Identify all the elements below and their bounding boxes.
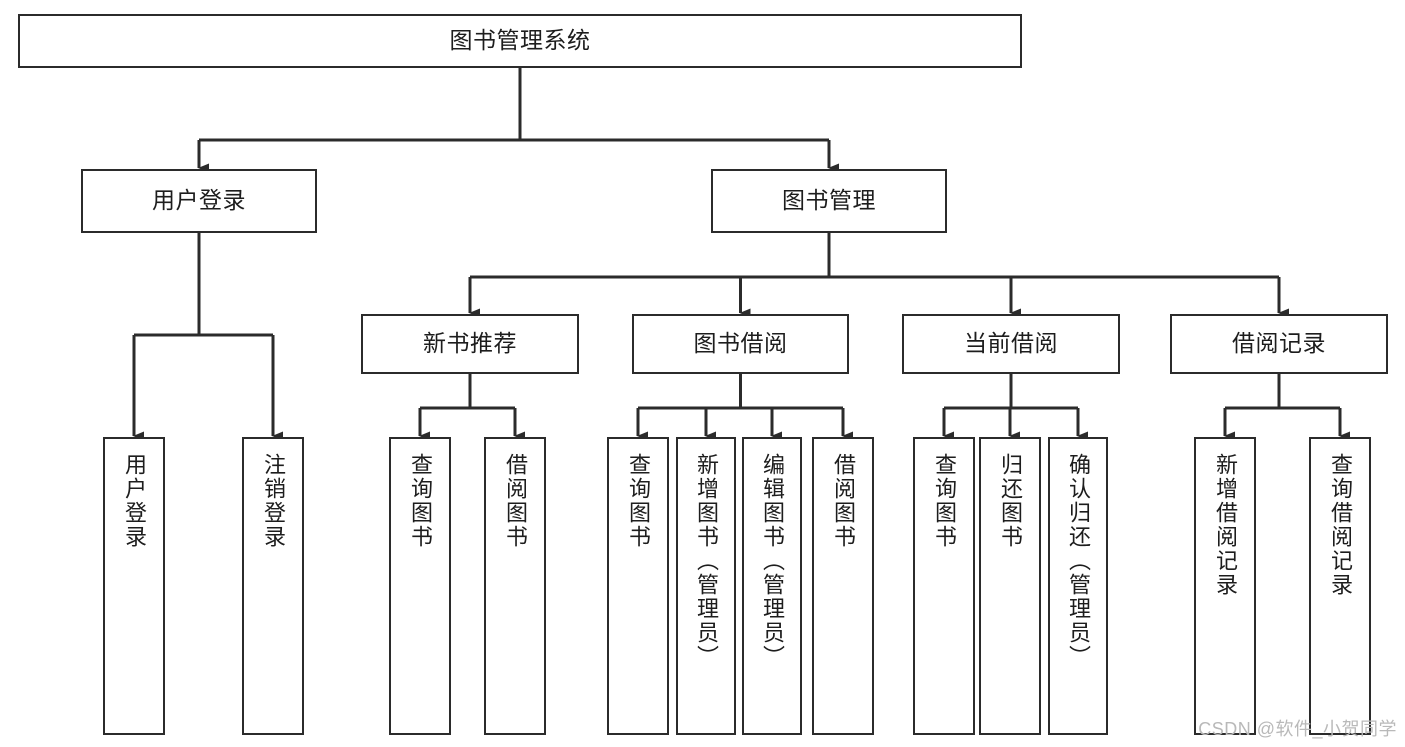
- node-label: 确认归还（管理员）: [1066, 453, 1091, 669]
- node-label: 查询图书: [408, 453, 433, 549]
- node-label: 注销登录: [261, 453, 286, 549]
- watermark-credit: CSDN @软件_小贺同学: [1198, 719, 1397, 739]
- leaf-borrow-book-new[interactable]: 借阅图书: [484, 437, 546, 735]
- leaf-query-book-new[interactable]: 查询图书: [389, 437, 451, 735]
- node-user-login[interactable]: 用户登录: [81, 169, 317, 233]
- leaf-return-book[interactable]: 归还图书: [979, 437, 1041, 735]
- leaf-confirm-return-admin[interactable]: 确认归还（管理员）: [1048, 437, 1108, 735]
- node-current-borrow[interactable]: 当前借阅: [902, 314, 1120, 374]
- leaf-query-book-current[interactable]: 查询图书: [913, 437, 975, 735]
- node-label: 用户登录: [152, 187, 246, 214]
- leaf-query-book-borrow[interactable]: 查询图书: [607, 437, 669, 735]
- leaf-add-book-admin[interactable]: 新增图书（管理员）: [676, 437, 736, 735]
- node-label: 借阅图书: [503, 453, 528, 549]
- node-label: 新书推荐: [423, 330, 517, 357]
- node-label: 用户登录: [122, 453, 147, 549]
- node-borrow-record[interactable]: 借阅记录: [1170, 314, 1388, 374]
- leaf-add-borrow-record[interactable]: 新增借阅记录: [1194, 437, 1256, 735]
- node-book-borrow[interactable]: 图书借阅: [632, 314, 849, 374]
- node-label: 新增图书（管理员）: [694, 453, 719, 669]
- leaf-logout[interactable]: 注销登录: [242, 437, 304, 735]
- leaf-query-borrow-record[interactable]: 查询借阅记录: [1309, 437, 1371, 735]
- leaf-borrow-book[interactable]: 借阅图书: [812, 437, 874, 735]
- node-label: 查询借阅记录: [1328, 453, 1353, 597]
- node-label: 图书管理系统: [449, 27, 591, 54]
- node-label: 图书管理: [782, 187, 876, 214]
- node-label: 当前借阅: [964, 330, 1058, 357]
- node-label: 图书借阅: [693, 330, 788, 357]
- node-label: 查询图书: [626, 453, 651, 549]
- node-label: 借阅图书: [831, 453, 856, 549]
- node-new-book-recommendation[interactable]: 新书推荐: [361, 314, 579, 374]
- leaf-edit-book-admin[interactable]: 编辑图书（管理员）: [742, 437, 802, 735]
- leaf-user-login[interactable]: 用户登录: [103, 437, 165, 735]
- node-label: 归还图书: [998, 453, 1023, 549]
- node-label: 编辑图书（管理员）: [760, 453, 785, 669]
- node-label: 新增借阅记录: [1213, 453, 1238, 597]
- node-book-management[interactable]: 图书管理: [711, 169, 947, 233]
- node-label: 查询图书: [932, 453, 957, 549]
- node-label: 借阅记录: [1232, 330, 1326, 357]
- node-root-system[interactable]: 图书管理系统: [18, 14, 1022, 68]
